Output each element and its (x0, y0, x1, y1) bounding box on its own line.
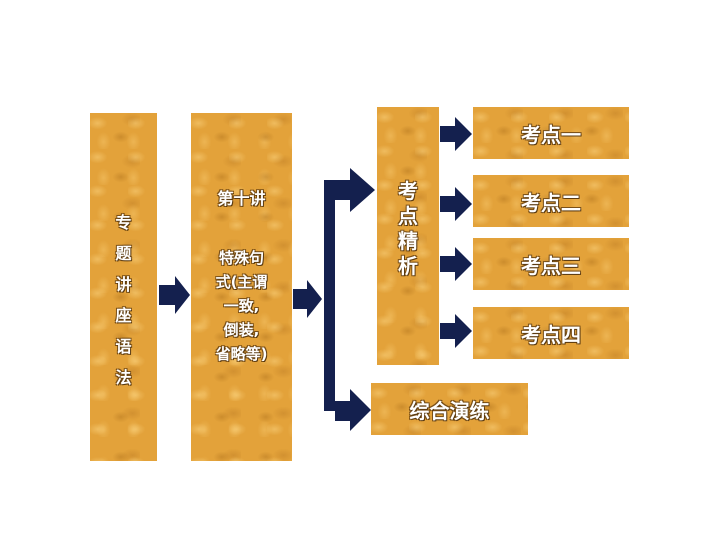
topic-box: 专 题 讲 座 语 法 (90, 113, 157, 461)
topic-text: 专 题 讲 座 语 法 (115, 213, 132, 387)
point-box-3[interactable]: 考点三 (473, 238, 629, 290)
arrow-branch-bottom (335, 389, 371, 431)
summary-label: 综合演练 (409, 398, 490, 423)
arrow-point-2 (440, 187, 472, 221)
arrow-point-4 (440, 314, 472, 348)
point-box-1[interactable]: 考点一 (473, 107, 629, 159)
arrow-point-3 (440, 247, 472, 281)
point-box-4[interactable]: 考点四 (473, 307, 629, 359)
analysis-text: 考 点 精 析 (398, 179, 418, 278)
bracket-bar (324, 180, 335, 411)
lecture-heading: 第十讲 (217, 189, 266, 208)
point-label-4: 考点四 (521, 322, 581, 347)
point-box-2[interactable]: 考点二 (473, 175, 629, 227)
analysis-box: 考 点 精 析 (377, 107, 439, 365)
arrow-point-1 (440, 117, 472, 151)
arrow-1 (159, 276, 190, 314)
arrow-2 (293, 280, 322, 318)
point-label-2: 考点二 (521, 190, 581, 215)
summary-box[interactable]: 综合演练 (371, 383, 528, 435)
lecture-box: 第十讲 特殊句 式(主谓 一致, 倒装, 省略等) (191, 113, 292, 461)
point-label-3: 考点三 (521, 253, 581, 278)
arrow-branch-top (335, 168, 375, 212)
point-label-1: 考点一 (521, 122, 581, 147)
lecture-body: 特殊句 式(主谓 一致, 倒装, 省略等) (215, 249, 268, 363)
